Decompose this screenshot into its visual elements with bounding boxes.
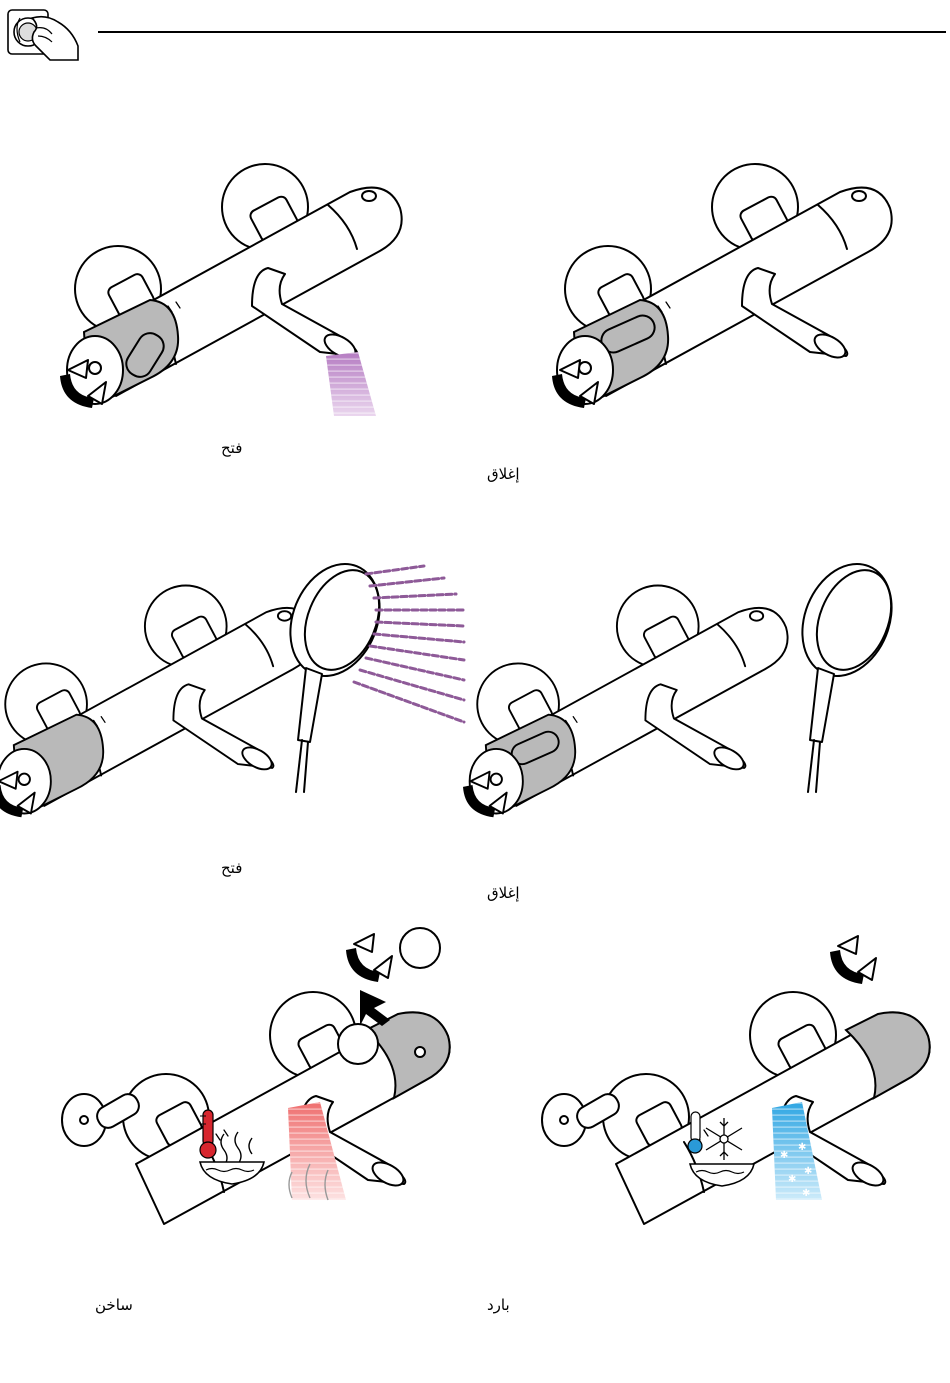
label-cold: بارد: [487, 1297, 510, 1315]
illustration-bath-open: [40, 80, 460, 350]
label-close-shower: إغلاق: [487, 885, 520, 903]
svg-text:✱: ✱: [802, 1188, 810, 1199]
hand-turning-knob-icon: [6, 6, 80, 60]
label-close-bath: إغلاق: [487, 466, 520, 484]
label-hot: ساخن: [95, 1297, 133, 1315]
svg-text:✱: ✱: [788, 1174, 796, 1185]
label-open-bath: فتح: [221, 440, 242, 458]
label-open-shower: فتح: [221, 860, 242, 878]
illustration-cold: ✱ ✱ ✱ ✱ ✱: [540, 920, 940, 1205]
illustration-bath-close: [520, 80, 940, 350]
svg-text:✱: ✱: [798, 1142, 806, 1153]
svg-text:✱: ✱: [804, 1166, 812, 1177]
illustration-hot: [60, 920, 460, 1205]
header-rule: [98, 31, 946, 33]
illustration-shower-open: [4, 500, 468, 770]
step-circle-a: [400, 928, 440, 968]
step-circle-b: [338, 1024, 378, 1064]
svg-text:✱: ✱: [780, 1150, 788, 1161]
illustration-shower-close: [486, 500, 906, 770]
